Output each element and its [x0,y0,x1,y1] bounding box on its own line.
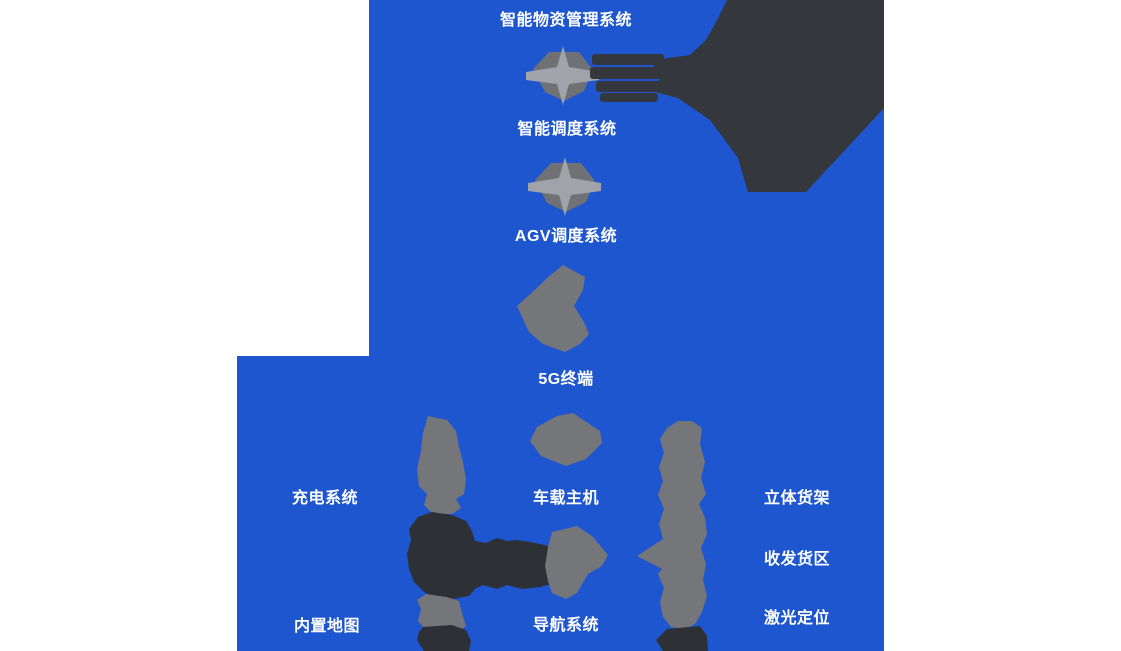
hex-blob-icon [530,413,602,466]
nav-dark-cluster-shape [407,512,560,599]
node-label-vehicle-host: 车载主机 [532,490,600,507]
node-label-navigation-system: 导航系统 [532,617,600,634]
dark-streak [592,54,664,65]
diamond-star-icon [526,46,599,105]
dark-streak [600,93,658,102]
node-label-stereo-shelf: 立体货架 [763,490,831,507]
dark-text-streaks [590,54,694,102]
diamond-star-glyph [526,46,599,105]
left-column-bottom-dark-blob [417,625,471,651]
node-label-charging-system: 充电系统 [291,490,359,507]
arrowhead-blob-shape [545,526,608,599]
right-column-bottom-dark-blob [656,626,708,651]
dark-top-right-shape [652,0,884,192]
diamond-star-glyph [528,157,601,216]
node-label-builtin-map: 内置地图 [293,618,361,635]
node-label-5g-terminal: 5G终端 [538,371,594,388]
node-label-smart-dispatch: 智能调度系统 [517,121,617,138]
dark-streak [596,81,682,92]
node-label-cargo-area: 收发货区 [763,551,831,568]
dark-streak [590,67,694,79]
node-label-laser-positioning: 激光定位 [763,610,831,627]
diamond-star-icon [528,157,601,216]
right-column-strip [637,421,707,629]
node-label-material-management: 智能物资管理系统 [499,12,633,29]
panel-lower-background [237,356,884,651]
left-column-lower-strip [417,594,466,632]
node-label-agv-dispatch: AGV调度系统 [514,228,618,245]
left-column-upper-strip [417,416,466,514]
rock-blob-icon [517,265,589,352]
